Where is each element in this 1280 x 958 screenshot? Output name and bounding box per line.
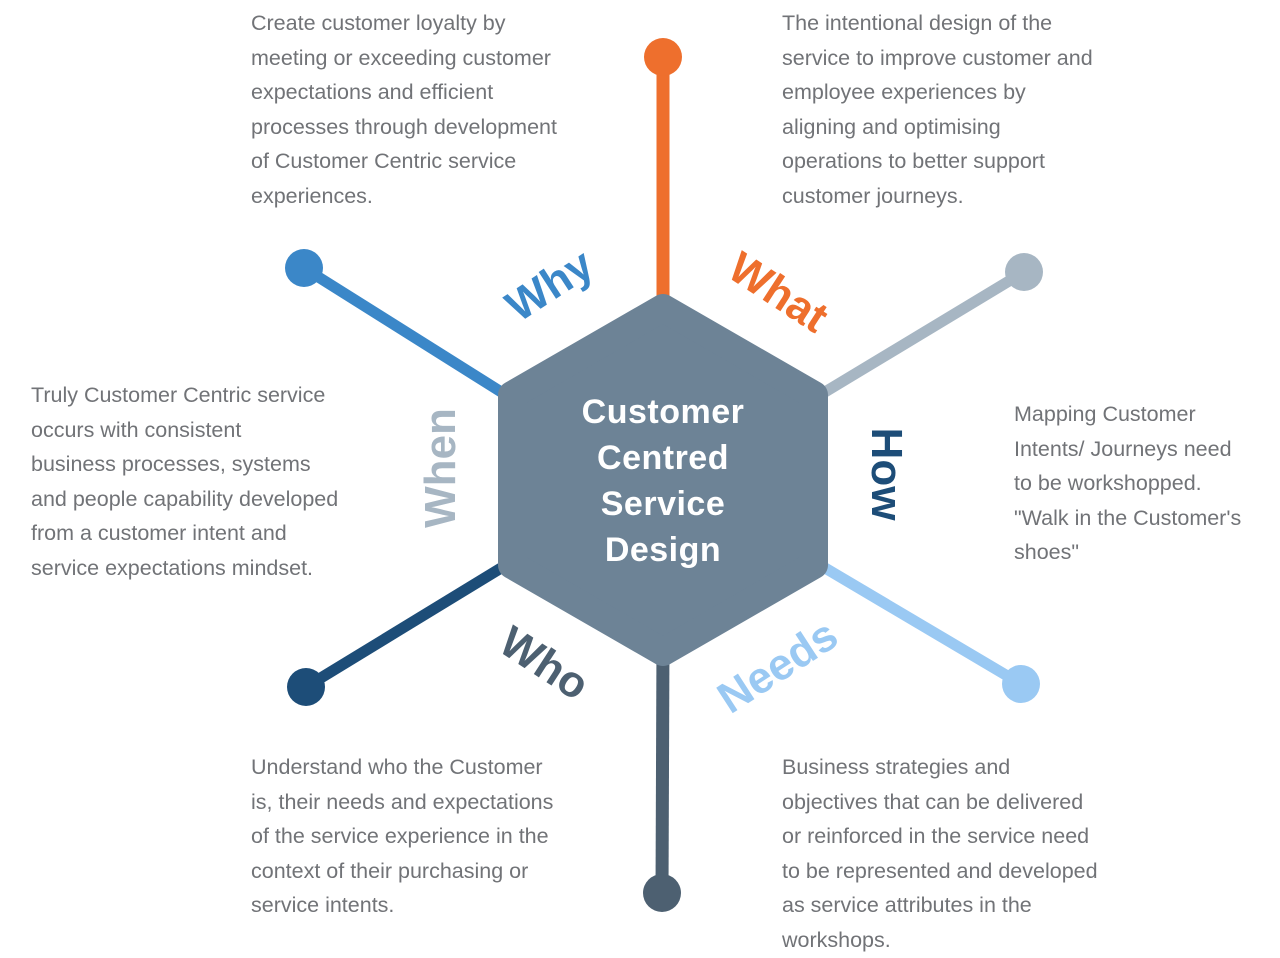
when-label: When <box>416 408 465 528</box>
diagram-title: Customer Centred Service Design <box>581 393 745 569</box>
what-spoke-dot <box>644 38 682 76</box>
why-spoke-dot <box>285 249 323 287</box>
what-description: The intentional design of the service to… <box>782 11 1093 208</box>
how-spoke-dot <box>287 668 325 706</box>
needs-spoke-line <box>817 560 1024 689</box>
why-spoke-line <box>301 263 509 400</box>
who-spoke-line <box>655 639 670 894</box>
needs-description: Business strategies and objectives that … <box>782 755 1098 952</box>
why-description: Create customer loyalty by meeting or ex… <box>251 11 557 208</box>
needs-spoke-dot <box>1002 665 1040 703</box>
who-description: Understand who the Customer is, their ne… <box>251 755 554 917</box>
how-spoke-line <box>303 560 509 692</box>
hexagon-shape <box>498 294 828 666</box>
how-label: How <box>862 427 911 521</box>
when-spoke-dot <box>1005 253 1043 291</box>
how-description: Mapping Customer Intents/ Journeys need … <box>1014 402 1242 564</box>
when-description: Truly Customer Centric service occurs wi… <box>31 383 339 580</box>
who-spoke-dot <box>643 874 681 912</box>
when-spoke-line <box>817 267 1027 400</box>
